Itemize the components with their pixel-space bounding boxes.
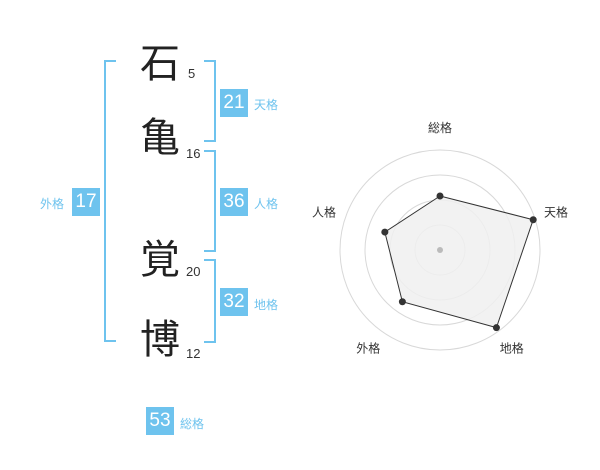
strokes-4: 12 [186, 346, 201, 361]
axis-label-4: 外格 [356, 341, 380, 356]
axis-label-5: 人格 [312, 204, 336, 219]
gaikaku-value-badge: 17 [72, 188, 100, 216]
chikaku-label: 地格 [254, 298, 279, 312]
radar-point-2 [529, 216, 537, 224]
axis-label-2: 天格 [544, 204, 568, 219]
center-dot [437, 247, 443, 253]
jinkaku-value-badge: 36 [220, 188, 248, 216]
char-3: 覚 [140, 237, 180, 283]
gaikaku-bracket [104, 60, 116, 342]
chikaku-value-badge: 32 [220, 288, 248, 316]
radar-point-5 [381, 228, 389, 236]
char-1: 石 [140, 41, 180, 87]
char-2: 亀 [140, 115, 180, 161]
radar-point-4 [398, 298, 406, 306]
strokes-1: 5 [188, 66, 196, 81]
radar-area [384, 195, 534, 329]
chikaku-bracket [204, 259, 216, 343]
soukaku-value-badge: 53 [146, 407, 174, 435]
grid-ring [339, 149, 541, 351]
tenkaku-value-badge: 21 [220, 89, 248, 117]
strokes-2: 16 [186, 146, 201, 161]
soukaku-label: 総格 [180, 417, 205, 431]
radar-point-3 [492, 324, 500, 332]
tenkaku-label: 天格 [254, 98, 279, 112]
jinkaku-bracket [204, 150, 216, 252]
axis-label-1: 総格 [428, 120, 452, 135]
jinkaku-label: 人格 [254, 197, 279, 211]
gaikaku-label: 外格 [40, 197, 65, 211]
strokes-3: 20 [186, 264, 201, 279]
char-4: 博 [140, 317, 180, 363]
radar-point-1 [436, 192, 444, 200]
axis-label-3: 地格 [500, 341, 524, 356]
tenkaku-bracket [204, 60, 216, 142]
